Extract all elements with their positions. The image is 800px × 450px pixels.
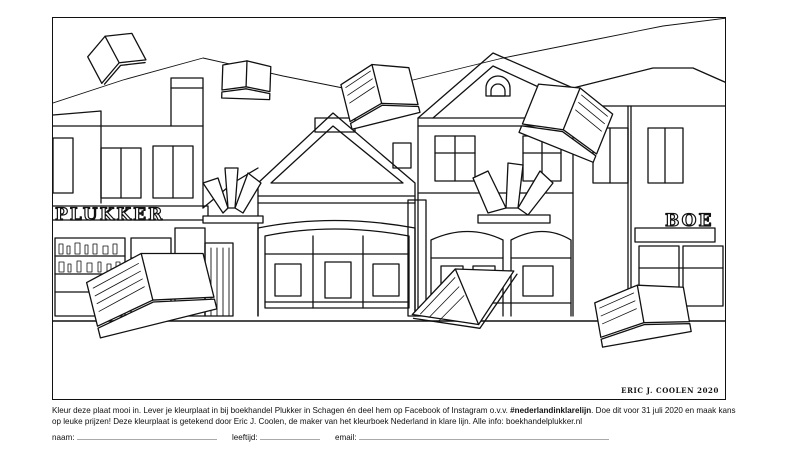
age-field[interactable]: leeftijd: xyxy=(232,433,320,442)
email-label: email: xyxy=(335,433,357,442)
age-label: leeftijd: xyxy=(232,433,258,442)
coloring-page-frame: PLUKKER BOE ERIC J. COOLEN 2020 xyxy=(52,17,726,400)
flying-books xyxy=(85,32,692,348)
email-field[interactable]: email: xyxy=(335,433,609,442)
illustrator-credit: ERIC J. COOLEN 2020 xyxy=(621,386,719,395)
left-store-sign: PLUKKER xyxy=(55,205,164,225)
street-illustration: PLUKKER BOE xyxy=(53,18,725,348)
instructions-part2: . Doe dit voor 31 juli 2020 en maak kans… xyxy=(52,406,736,426)
middle-building xyxy=(257,112,416,317)
name-field[interactable]: naam: xyxy=(52,433,217,442)
name-line[interactable] xyxy=(76,439,217,440)
instructions-text: Kleur deze plaat mooi in. Lever je kleur… xyxy=(52,405,742,427)
name-label: naam: xyxy=(52,433,75,442)
right-store-sign: BOE xyxy=(665,211,713,231)
email-line[interactable] xyxy=(358,439,609,440)
instructions-hashtag: #nederlandinklarelijn xyxy=(510,406,592,415)
instructions-part1: Kleur deze plaat mooi in. Lever je kleur… xyxy=(52,406,511,415)
age-line[interactable] xyxy=(259,439,320,440)
entry-form: naam: leeftijd: email: xyxy=(52,433,742,445)
